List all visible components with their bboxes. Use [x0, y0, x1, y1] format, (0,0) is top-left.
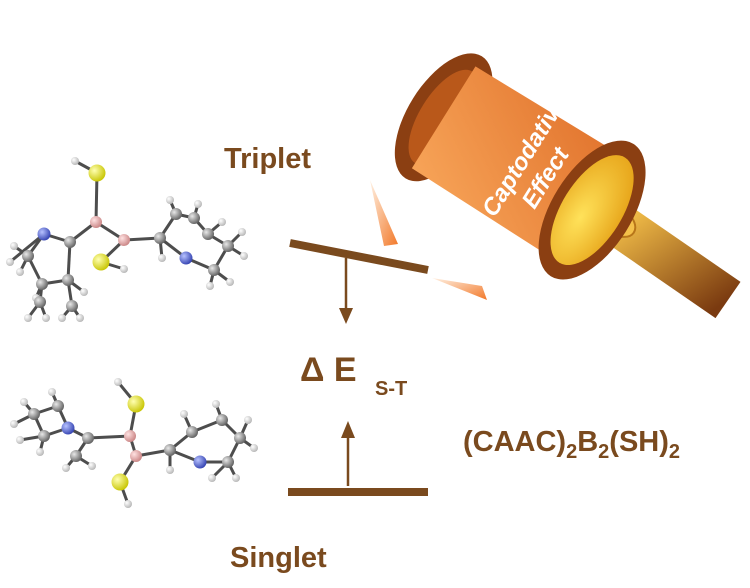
hydrogen-atom [114, 378, 122, 386]
hydrogen-atom [158, 254, 166, 262]
hydrogen-atom [212, 400, 220, 408]
formula-sub-3: 2 [669, 441, 680, 463]
carbon-atom [164, 444, 176, 456]
down-arrow [339, 258, 353, 324]
formula-part-b: B [577, 426, 598, 458]
boron-atom [90, 216, 102, 228]
hydrogen-atom [238, 228, 246, 236]
carbon-atom [216, 414, 228, 426]
carbon-atom [188, 212, 200, 224]
bond [9, 232, 45, 264]
carbon-atom [170, 208, 182, 220]
carbon-atom [202, 228, 214, 240]
hydrogen-atom [166, 196, 174, 204]
up-arrow [341, 421, 355, 486]
hydrogen-atom [36, 448, 44, 456]
hydrogen-atom [124, 500, 132, 508]
hydrogen-atom [240, 252, 248, 260]
singlet-molecule [10, 378, 258, 508]
sulfur-atom [88, 164, 106, 182]
formula-part-caac: (CAAC) [463, 426, 566, 458]
hydrogen-atom [166, 466, 174, 474]
gavel-hammer-icon: Captodative Effect [394, 53, 741, 319]
hydrogen-atom [71, 157, 79, 165]
hydrogen-atom [232, 474, 240, 482]
hydrogen-atom [194, 200, 202, 208]
carbon-atom [52, 400, 64, 412]
hydrogen-atom [20, 398, 28, 406]
formula-sub-1: 2 [566, 441, 577, 463]
sulfur-atom [111, 473, 129, 491]
carbon-atom [186, 426, 198, 438]
boron-atom [118, 234, 130, 246]
carbon-atom [66, 300, 78, 312]
compound-formula: (CAAC)2B2(SH)2 [463, 426, 680, 463]
spark-top [370, 180, 398, 246]
hydrogen-atom [226, 278, 234, 286]
hammer-face [550, 155, 634, 265]
hydrogen-atom [250, 444, 258, 452]
formula-part-sh: (SH) [609, 426, 669, 458]
hydrogen-atom [206, 282, 214, 290]
delta-e-subscript: S-T [375, 378, 407, 400]
hydrogen-atom [218, 218, 226, 226]
carbon-atom [234, 432, 246, 444]
carbon-atom [222, 240, 234, 252]
carbon-atom [82, 432, 94, 444]
hydrogen-atom [58, 314, 66, 322]
boron-atom [130, 450, 142, 462]
delta-e-main: Δ E [300, 351, 357, 389]
carbon-atom [222, 456, 234, 468]
bond [87, 434, 131, 440]
spark-bottom [432, 278, 487, 300]
hydrogen-atom [76, 314, 84, 322]
singlet-label: Singlet [230, 542, 327, 574]
hydrogen-atom [180, 410, 188, 418]
hydrogen-atom [208, 474, 216, 482]
bond [66, 241, 72, 281]
carbon-atom [64, 236, 76, 248]
boron-atom [124, 430, 136, 442]
hydrogen-atom [16, 436, 24, 444]
carbon-atom [62, 274, 74, 286]
nitrogen-atom [179, 251, 193, 265]
carbon-atom [22, 250, 34, 262]
nitrogen-atom [37, 227, 51, 241]
carbon-atom [70, 450, 82, 462]
impact-sparks [370, 180, 487, 300]
formula-sub-2: 2 [598, 441, 609, 463]
triplet-molecule [6, 157, 248, 322]
carbon-atom [36, 278, 48, 290]
carbon-atom [38, 430, 50, 442]
hydrogen-atom [24, 314, 32, 322]
delta-e-label: Δ E S-T [300, 351, 407, 400]
sulfur-atom [92, 253, 110, 271]
hydrogen-atom [88, 462, 96, 470]
triplet-label: Triplet [224, 143, 311, 175]
hydrogen-atom [16, 268, 24, 276]
carbon-atom [28, 408, 40, 420]
carbon-atom [154, 232, 166, 244]
hydrogen-atom [48, 388, 56, 396]
triplet-level-bar [289, 239, 429, 274]
hydrogen-atom [244, 416, 252, 424]
energy-level-diagram [288, 239, 429, 496]
hydrogen-atom [6, 258, 14, 266]
carbon-atom [34, 296, 46, 308]
sulfur-atom [127, 395, 145, 413]
hydrogen-atom [80, 288, 88, 296]
hydrogen-atom [10, 420, 18, 428]
nitrogen-atom [193, 455, 207, 469]
carbon-atom [208, 264, 220, 276]
hydrogen-atom [120, 265, 128, 273]
hydrogen-atom [10, 242, 18, 250]
hydrogen-atom [42, 314, 50, 322]
nitrogen-atom [61, 421, 75, 435]
hydrogen-atom [62, 464, 70, 472]
bond [123, 236, 161, 242]
